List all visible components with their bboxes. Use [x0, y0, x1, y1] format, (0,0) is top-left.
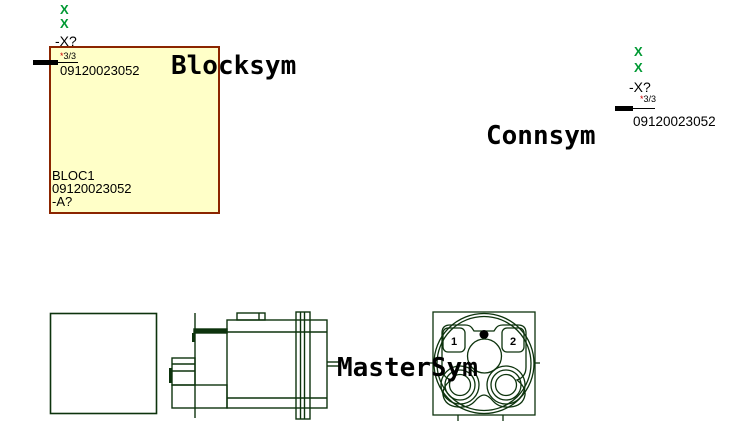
master-square-view[interactable] [49, 312, 159, 416]
device-tag-label: -X? [629, 79, 651, 95]
center-bore [466, 338, 503, 374]
top-tab [236, 312, 266, 321]
pin-designation-label: *3/3 [60, 51, 77, 61]
contact-left-outer [440, 365, 480, 405]
pin-underline [632, 108, 655, 109]
connection-x-mark: X [60, 2, 69, 17]
pin-1-label: 1 [451, 336, 457, 348]
connection-x-mark: X [60, 16, 69, 31]
contact-right-outer [486, 365, 526, 405]
mastersym-title: MasterSym [337, 353, 478, 383]
square-outline [49, 312, 158, 415]
contact-left-inner [448, 373, 472, 397]
pin-star: * [60, 51, 64, 61]
inner-ring [436, 315, 532, 412]
device-tag-label: -X? [55, 33, 77, 49]
pin-designation-label: *3/3 [640, 94, 657, 104]
lower-left-box [171, 384, 228, 409]
thick-connector-bar [193, 328, 228, 334]
block-article-number-label: 09120023052 [52, 181, 132, 196]
contact-left-mid [444, 369, 476, 401]
connection-x-mark: X [634, 60, 643, 75]
flange [295, 311, 311, 420]
contact-right-inner [494, 373, 518, 397]
article-number-label: 09120023052 [633, 114, 716, 129]
connsym-title: Connsym [486, 121, 596, 151]
pin-underline [57, 62, 78, 63]
left-tick [192, 333, 195, 342]
outer-ring [433, 312, 535, 415]
keying-dot [479, 330, 489, 339]
block-device-tag-label: -A? [52, 194, 73, 209]
blocksym-title: Blocksym [171, 51, 297, 81]
contact-right-mid [490, 369, 522, 401]
block-symbol-body[interactable] [49, 46, 220, 214]
left-thick-bar [169, 368, 172, 383]
master-side-view[interactable] [165, 305, 345, 425]
pin-star: * [640, 94, 644, 104]
connection-x-mark: X [634, 44, 643, 59]
master-face-view[interactable]: 1 2 [425, 305, 545, 425]
connection-line-thick [615, 106, 633, 111]
pin-2-label: 2 [510, 336, 516, 348]
article-number-label: 09120023052 [60, 63, 140, 78]
pin-2-contact [501, 327, 525, 353]
pin-1-contact [442, 327, 466, 353]
insert-outline [441, 324, 527, 408]
block-name-label: BLOC1 [52, 168, 95, 183]
body-outline [226, 319, 328, 409]
connection-line-thick [33, 60, 58, 65]
